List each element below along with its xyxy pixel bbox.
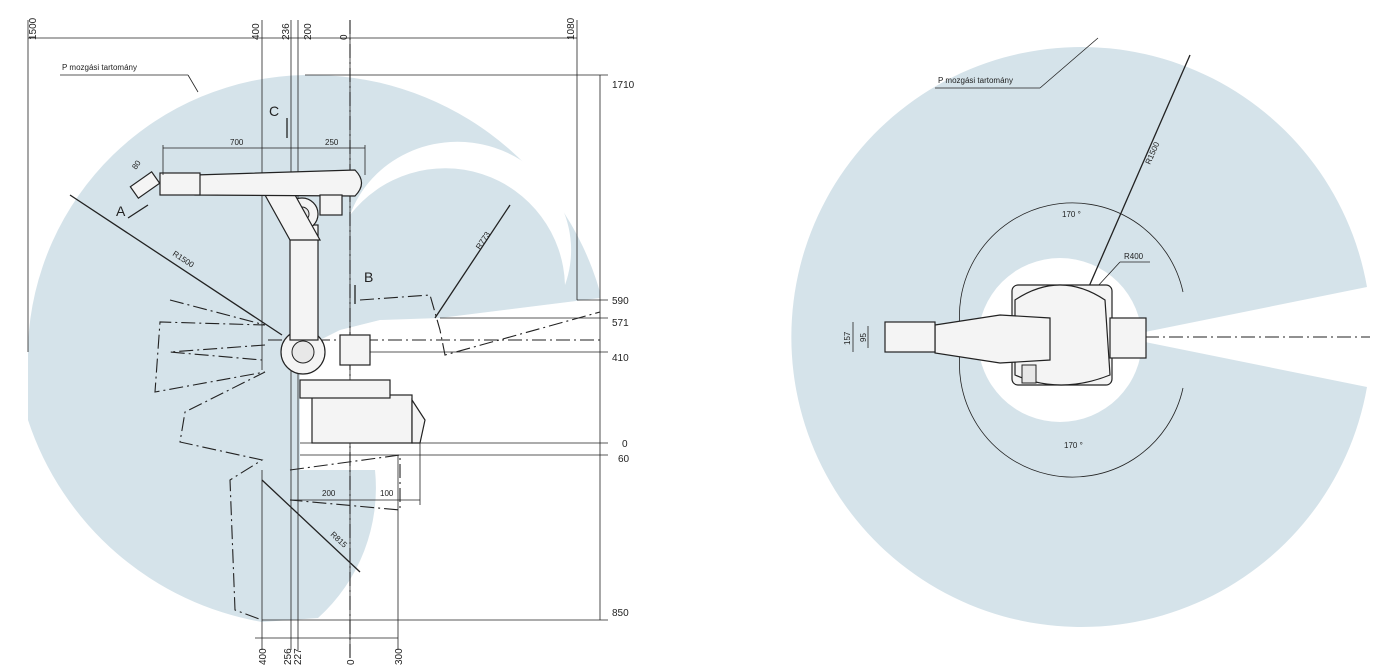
robot-lower-arm (289, 224, 319, 341)
bottom-dim-256: 256 (283, 648, 294, 665)
angle-label-top: 170 ° (1062, 210, 1081, 219)
side-range-leader-d (187, 74, 199, 93)
angle-arc-bottom (959, 339, 1184, 478)
right-dim-60: 60 (618, 454, 630, 465)
robot-shoulder-hub (291, 340, 315, 364)
bottom-dim-227: 227 (293, 648, 304, 665)
arm-dim-250: 250 (325, 138, 339, 147)
robot-top-arm (934, 314, 1051, 364)
right-dim-0: 0 (622, 439, 628, 450)
right-dim-571: 571 (612, 318, 629, 329)
top-range-label: P mozgási tartomány (938, 76, 1013, 85)
robot-base (311, 394, 413, 444)
right-dim-410: 410 (612, 353, 629, 364)
top-dim-1080: 1080 (566, 17, 577, 40)
top-dim-1500: 1500 (28, 17, 39, 40)
angle-arc-top (959, 202, 1184, 341)
bottom-dim-0: 0 (346, 659, 357, 665)
marker-a-arrow (127, 204, 149, 219)
side-envelope-area (28, 74, 600, 623)
view-marker-a: A (116, 203, 126, 219)
view-marker-c: C (269, 103, 279, 119)
top-dim-400: 400 (251, 23, 262, 40)
top-radius-r400: R400 (1124, 252, 1144, 261)
robot-upper-motor (319, 194, 343, 216)
robot-turntable (299, 379, 391, 399)
flange-dim-95: 95 (859, 333, 868, 342)
right-dim-590: 590 (612, 296, 629, 307)
robot-tool-flange (129, 170, 161, 200)
alt-arm-position-4 (289, 454, 401, 511)
bottom-dim-300: 300 (394, 648, 405, 665)
right-dim-1710: 1710 (612, 80, 635, 91)
top-dim-0: 0 (339, 34, 350, 40)
side-range-label: P mozgási tartomány (62, 63, 137, 72)
alt-arm-position-3 (169, 344, 266, 361)
alt-arm-position-1 (359, 294, 601, 356)
robot-wrist (159, 172, 201, 196)
radius-line-773 (434, 204, 511, 319)
top-range-leader-d (1039, 37, 1099, 89)
robot-top-wrist (884, 321, 936, 353)
robot-motor (339, 334, 371, 366)
radius-line-1500 (69, 194, 283, 336)
top-dim-200: 200 (303, 23, 314, 40)
angle-label-bottom: 170 ° (1064, 441, 1083, 450)
arm-dim-700: 700 (230, 138, 244, 147)
top-view: P mozgási tartomány R1500 R400 170 ° 170… (791, 37, 1370, 628)
robot-base-side (411, 397, 426, 444)
base-dim-100: 100 (380, 489, 394, 498)
top-radius-r1500-line (1069, 54, 1191, 331)
robot-upper-arm (194, 169, 363, 197)
side-view: P mozgási tartomány 1500 400 236 200 0 1… (27, 17, 635, 665)
alt-arm-position-2 (154, 299, 266, 621)
robot-top-cable-box (1021, 364, 1037, 384)
radius-line-815 (261, 479, 361, 573)
view-marker-b: B (364, 269, 373, 285)
bottom-dim-400: 400 (258, 648, 269, 665)
top-dim-236: 236 (281, 23, 292, 40)
right-dim-850: 850 (612, 608, 629, 619)
side-envelope-notch (350, 141, 572, 285)
robot-top-motor (1109, 317, 1147, 359)
flange-dim-157: 157 (843, 331, 852, 345)
base-dim-200: 200 (322, 489, 336, 498)
